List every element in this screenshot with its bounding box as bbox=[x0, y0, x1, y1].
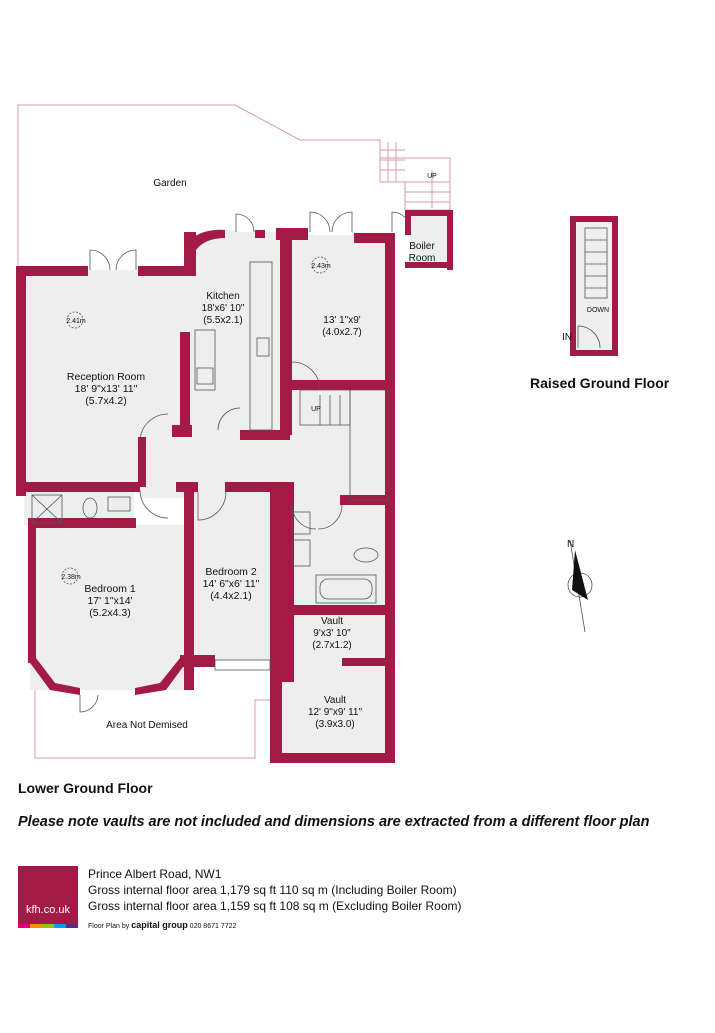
reception-dims: 18' 9"x13' 11" bbox=[75, 383, 138, 395]
kfh-logo[interactable]: kfh.co.uk bbox=[18, 866, 78, 928]
fixtures bbox=[31, 211, 608, 713]
compass: N bbox=[567, 539, 593, 633]
reception-metric: (5.7x4.2) bbox=[85, 395, 126, 407]
lower-floor-title: Lower Ground Floor bbox=[18, 780, 153, 796]
vault1-name: Vault bbox=[321, 616, 343, 627]
walls bbox=[16, 210, 618, 763]
boiler-label-1: Boiler bbox=[409, 241, 435, 252]
raised-floor-title: Raised Ground Floor bbox=[530, 375, 670, 391]
vault1-metric: (2.7x1.2) bbox=[312, 640, 351, 651]
bedroom1-name: Bedroom 1 bbox=[84, 583, 136, 595]
north-marker: N bbox=[567, 539, 574, 550]
room13-metric: (4.0x2.7) bbox=[322, 327, 361, 338]
reception-name: Reception Room bbox=[67, 371, 145, 383]
area-label: Area Not Demised bbox=[106, 720, 188, 731]
address: Prince Albert Road, NW1 bbox=[88, 867, 222, 881]
vault1-dims: 9'x3' 10" bbox=[313, 628, 351, 639]
kitchen-name: Kitchen bbox=[206, 291, 239, 302]
bedroom1-dims: 17' 1"x14' bbox=[87, 595, 132, 607]
down-marker: DOWN bbox=[587, 307, 609, 314]
bedroom2-metric: (4.4x2.1) bbox=[210, 590, 251, 602]
bedroom2-dims: 14' 6"x6' 11" bbox=[203, 578, 260, 590]
bedroom2-name: Bedroom 2 bbox=[205, 566, 257, 578]
in-marker: IN bbox=[562, 332, 572, 343]
logo-text: kfh.co.uk bbox=[25, 904, 71, 916]
logo-color-bar bbox=[18, 924, 78, 928]
area-including: Gross internal floor area 1,179 sq ft 11… bbox=[88, 883, 457, 897]
garden-outline bbox=[17, 104, 451, 265]
vault2-dims: 12' 9"x9' 11" bbox=[308, 707, 363, 718]
boiler-label-2: Room bbox=[409, 253, 436, 264]
vault-note: Please note vaults are not included and … bbox=[18, 814, 650, 830]
reception-height: 2.41m bbox=[66, 318, 86, 325]
room13-dims: 13' 1"x9' bbox=[323, 315, 360, 326]
up-garden-marker: UP bbox=[427, 173, 437, 180]
credit-prefix: Floor Plan by bbox=[88, 923, 130, 930]
vault2-name: Vault bbox=[324, 695, 346, 706]
kitchen-metric: (5.5x2.1) bbox=[203, 315, 242, 326]
up-stairs-marker: UP bbox=[311, 406, 321, 413]
bedroom1-metric: (5.2x4.3) bbox=[89, 607, 130, 619]
kitchen-dims: 18'x6' 10" bbox=[202, 303, 245, 314]
credit-brand: capital group bbox=[131, 920, 188, 930]
area-excluding: Gross internal floor area 1,159 sq ft 10… bbox=[88, 899, 462, 913]
footer-info: Prince Albert Road, NW1 Gross internal f… bbox=[88, 866, 462, 914]
room13-height: 2.43m bbox=[311, 263, 331, 270]
bedroom1-height: 2.38m bbox=[61, 574, 81, 581]
floor-plan-credit: Floor Plan by capital group 020 8671 772… bbox=[88, 920, 236, 930]
vault2-metric: (3.9x3.0) bbox=[315, 719, 354, 730]
credit-phone: 020 8671 7722 bbox=[189, 923, 237, 930]
garden-label: Garden bbox=[153, 178, 186, 189]
